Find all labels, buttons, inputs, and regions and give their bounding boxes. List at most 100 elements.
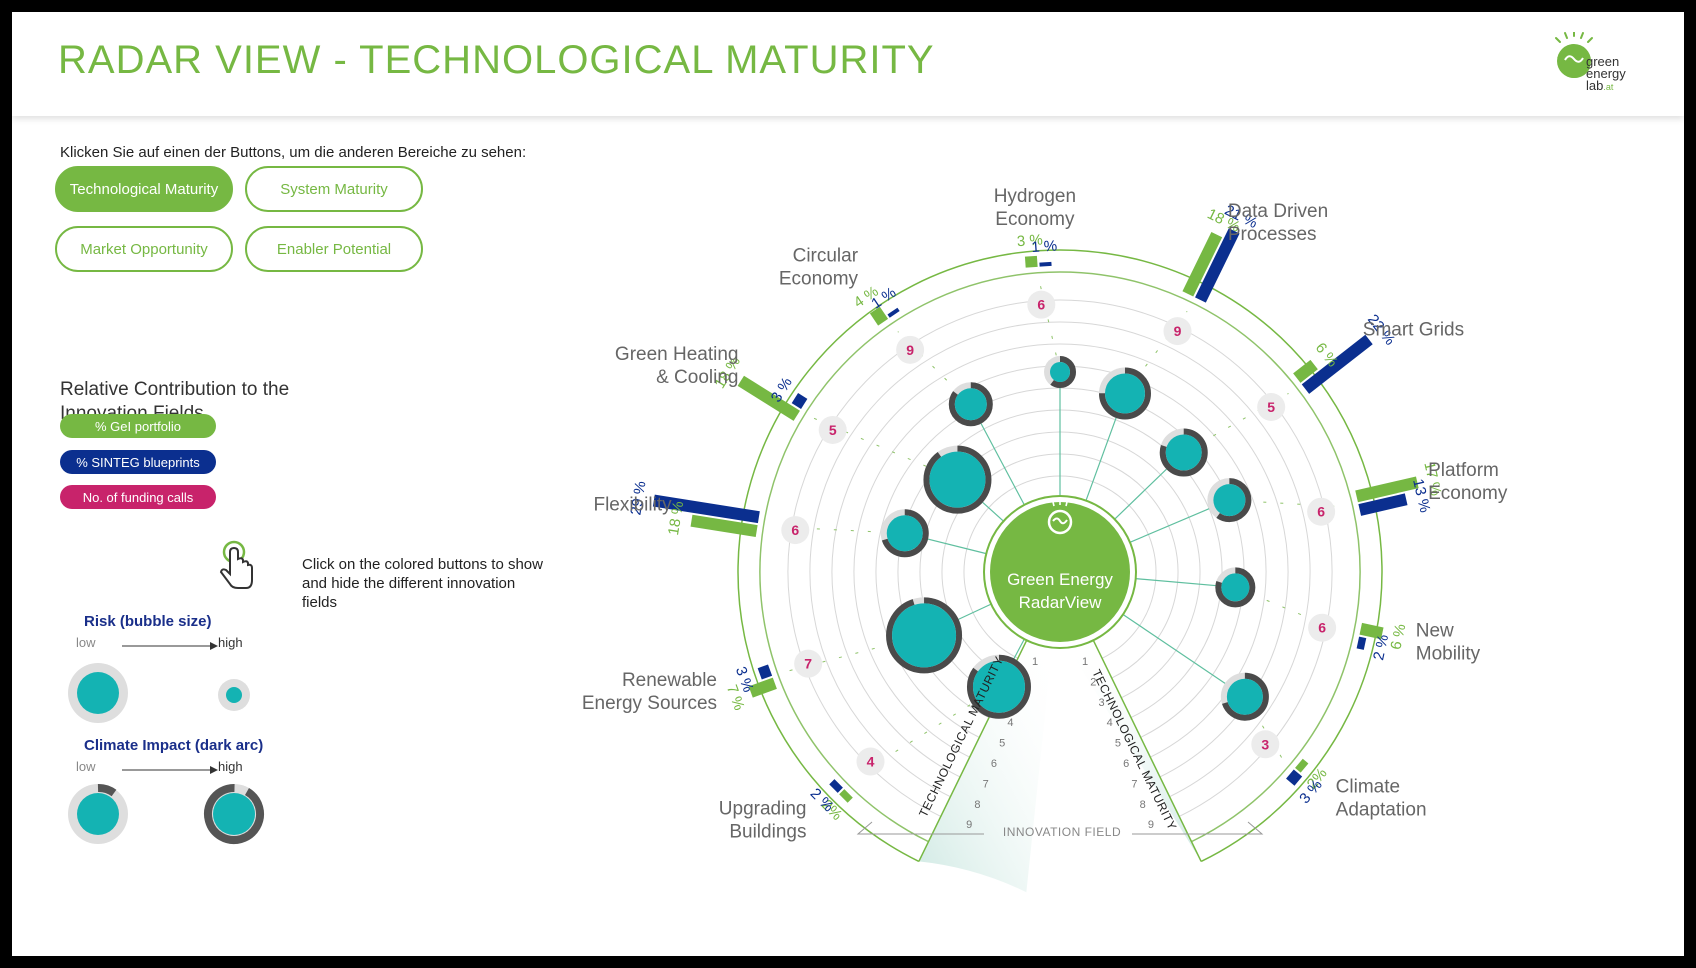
innovation-field[interactable]: 518 %3 %Green Heating& Cooling: [615, 344, 1004, 522]
risk-high-label: high: [218, 635, 243, 650]
risk-bubble[interactable]: [954, 388, 987, 421]
center-logo-icon: [1047, 501, 1073, 535]
climate-high-label: high: [218, 759, 243, 774]
risk-legend-title: Risk (bubble size): [84, 613, 212, 630]
field-name[interactable]: Energy Sources: [582, 693, 717, 714]
funding-count: 6: [791, 522, 799, 538]
funding-count: 4: [867, 754, 875, 770]
market-opportunity-button[interactable]: Market Opportunity: [55, 226, 233, 272]
gel-bar: [1355, 476, 1419, 503]
funding-count: 5: [1267, 399, 1275, 415]
risk-bubble[interactable]: [1226, 678, 1263, 715]
field-name[interactable]: Data Driven: [1228, 201, 1328, 222]
climate-impact-arc: [1098, 367, 1151, 420]
risk-bubble[interactable]: [1221, 573, 1250, 602]
field-name[interactable]: Platform: [1428, 460, 1499, 481]
funding-calls-toggle[interactable]: No. of funding calls: [60, 485, 216, 509]
radar-edge-right: [1092, 639, 1202, 862]
radar-center: Green Energy RadarView: [983, 495, 1137, 649]
scale-tick-left: 4: [1007, 717, 1013, 729]
climate-impact-arc: [880, 509, 929, 558]
field-name[interactable]: Adaptation: [1336, 799, 1427, 820]
risk-bubble[interactable]: [1050, 362, 1070, 382]
field-name[interactable]: Circular: [793, 246, 859, 267]
funding-badge: [1027, 290, 1056, 319]
hand-pointer-icon: [219, 540, 253, 589]
risk-bubble[interactable]: [892, 603, 957, 668]
field-name[interactable]: Processes: [1228, 224, 1317, 245]
gel-portfolio-toggle[interactable]: % GeI portfolio: [60, 414, 216, 438]
climate-legend-title: Climate Impact (dark arc): [84, 737, 264, 754]
innovation-field[interactable]: 618 %29 %Flexibility: [593, 480, 987, 558]
field-name[interactable]: Economy: [1428, 483, 1508, 504]
radar-outer-ring: [759, 271, 1361, 843]
field-name[interactable]: Renewable: [622, 670, 717, 691]
field-name[interactable]: Economy: [779, 269, 859, 290]
funding-count: 5: [829, 422, 837, 438]
scale-tick-left: 5: [999, 738, 1005, 750]
radar-center-disc[interactable]: [990, 502, 1130, 642]
climate-impact-arc: [886, 597, 963, 674]
field-name[interactable]: Flexibility: [593, 494, 672, 515]
funding-badge: [1307, 497, 1336, 526]
funding-badge: [1257, 393, 1286, 422]
field-name[interactable]: Buildings: [729, 822, 806, 843]
field-name[interactable]: Climate: [1336, 776, 1400, 797]
scale-tick-left: 9: [966, 819, 972, 831]
field-name[interactable]: & Cooling: [656, 367, 738, 388]
page-title: RADAR VIEW - TECHNOLOGICAL MATURITY: [58, 38, 935, 82]
sinteg-bar: [887, 307, 900, 318]
innovation-field[interactable]: 56 %22 %Smart Grids: [1114, 311, 1464, 520]
sinteg-bar: [1195, 228, 1240, 303]
risk-high-bubble: [218, 679, 250, 711]
risk-bubble[interactable]: [1104, 373, 1145, 414]
scale-tick-right: 4: [1107, 717, 1113, 729]
field-name[interactable]: Hydrogen: [994, 186, 1076, 207]
climate-impact-arc: [1159, 428, 1208, 477]
gel-bar: [869, 306, 889, 326]
risk-bubble[interactable]: [972, 660, 1025, 713]
scale-tick-left: 8: [974, 799, 980, 811]
sinteg-blueprints-toggle[interactable]: % SINTEG blueprints: [60, 450, 216, 474]
scale-tick-right: 8: [1140, 799, 1146, 811]
field-name[interactable]: Mobility: [1416, 644, 1481, 665]
gel-bar: [1182, 231, 1223, 297]
field-name[interactable]: New: [1416, 621, 1454, 642]
gel-percent-label: 3 %: [1016, 231, 1043, 250]
risk-arrow: [122, 642, 218, 774]
sinteg-bar: [1039, 261, 1052, 267]
enabler-potential-button[interactable]: Enabler Potential: [245, 226, 423, 272]
scale-tick-right: 2: [1090, 676, 1096, 688]
field-guide: [787, 634, 925, 672]
funding-badge: [856, 747, 885, 776]
gel-bar: [1024, 255, 1038, 268]
sinteg-bar: [791, 392, 808, 409]
field-name[interactable]: Economy: [995, 209, 1075, 230]
climate-impact-arc: [1044, 356, 1076, 388]
climate-impact-arc: [923, 445, 992, 514]
risk-bubble[interactable]: [929, 451, 986, 508]
axis-wedge-right: [1067, 640, 1202, 862]
hint-text: Click on the colored buttons to show and…: [302, 556, 543, 611]
sinteg-bar: [829, 779, 843, 793]
funding-count: 7: [804, 656, 812, 672]
field-name[interactable]: Upgrading: [719, 799, 807, 820]
risk-bubble[interactable]: [886, 515, 923, 552]
funding-count: 9: [906, 342, 914, 358]
technological-maturity-button[interactable]: Technological Maturity: [55, 166, 233, 212]
gel-bar: [737, 375, 800, 421]
field-name[interactable]: Smart Grids: [1363, 319, 1464, 340]
system-maturity-button[interactable]: System Maturity: [245, 166, 423, 212]
risk-bubble[interactable]: [1213, 484, 1246, 517]
risk-bubble[interactable]: [1165, 434, 1202, 471]
climate-impact-arc: [1215, 567, 1256, 608]
field-name[interactable]: Green Heating: [615, 344, 739, 365]
axis-label-right: TECHNOLOGICAL MATURITY: [1089, 667, 1179, 832]
sinteg-bar: [652, 494, 760, 524]
